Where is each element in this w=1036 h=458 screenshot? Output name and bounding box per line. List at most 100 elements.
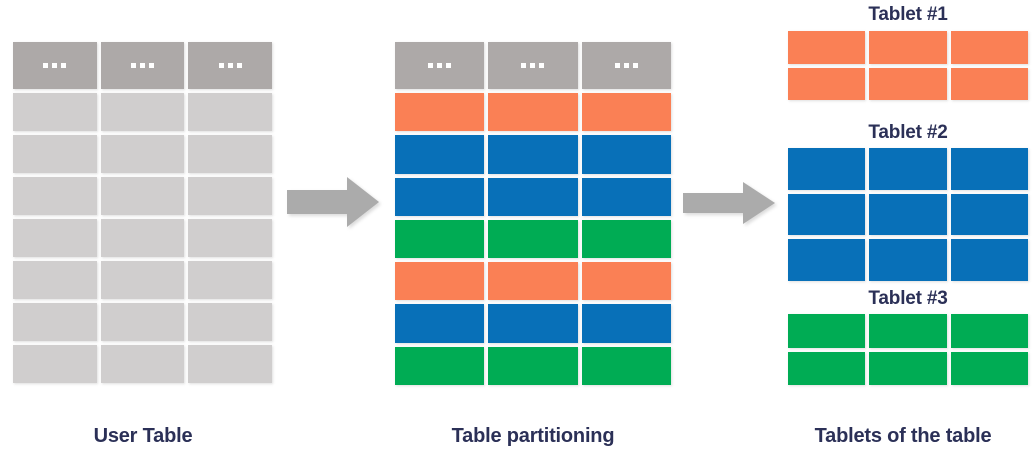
table-cell [581, 304, 671, 343]
table-row-orange [788, 31, 1028, 64]
table-cell [395, 219, 485, 259]
table-cell [13, 219, 97, 257]
table-cell [869, 67, 947, 100]
tablets-caption: Tablets of the table [814, 425, 992, 447]
ellipsis-icon [43, 63, 67, 68]
table-cell [488, 177, 578, 216]
table-cell [188, 135, 273, 173]
user-table [13, 42, 273, 383]
table-cell [788, 148, 866, 190]
partition-table-caption: Table partitioning [451, 425, 615, 447]
tablet-2-title: Tablet #2 [868, 122, 948, 143]
table-cell [581, 219, 671, 259]
table-cell [188, 177, 273, 215]
table-cell [100, 135, 185, 173]
table-cell [950, 67, 1028, 100]
table-cell [13, 93, 97, 131]
user-table-header-row [13, 42, 273, 89]
table-cell [100, 219, 185, 257]
table-row-green [788, 351, 1028, 385]
table-cell [869, 148, 947, 190]
table-cell [100, 177, 185, 215]
table-cell [188, 261, 273, 299]
table-row [13, 261, 273, 299]
partition-table-header-cell [488, 42, 578, 89]
table-cell [950, 31, 1028, 64]
table-cell [488, 346, 578, 385]
table-row-blue [788, 239, 1028, 282]
table-row-blue [788, 193, 1028, 236]
table-cell [950, 314, 1028, 348]
table-cell [950, 148, 1028, 190]
table-cell [395, 304, 485, 343]
table-cell [788, 351, 866, 385]
table-cell [581, 346, 671, 385]
tablet-3-title: Tablet #3 [868, 288, 948, 309]
table-row [13, 93, 273, 131]
ellipsis-icon [131, 63, 154, 68]
table-row-green [788, 314, 1028, 348]
table-cell [188, 345, 273, 383]
table-cell [13, 177, 97, 215]
ellipsis-icon [614, 63, 638, 68]
tablet-1-grid [788, 31, 1028, 100]
table-cell [188, 219, 273, 257]
tablet-3-grid [788, 314, 1028, 385]
table-cell [100, 303, 185, 341]
table-cell [581, 93, 671, 132]
table-cell [869, 193, 947, 236]
table-cell [488, 135, 578, 174]
table-cell [395, 262, 485, 301]
table-row-green [395, 346, 671, 385]
table-cell [869, 239, 947, 282]
table-row [13, 303, 273, 341]
arrow-right-icon [287, 177, 379, 227]
table-cell [13, 345, 97, 383]
table-cell [788, 314, 866, 348]
table-cell [100, 93, 185, 131]
table-cell [488, 219, 578, 259]
table-cell [869, 31, 947, 64]
table-cell [788, 193, 866, 236]
table-row-green [395, 219, 671, 259]
table-cell [395, 177, 485, 216]
table-cell [788, 239, 866, 282]
user-table-header-cell [100, 42, 185, 89]
table-cell [395, 135, 485, 174]
table-cell [13, 135, 97, 173]
table-cell [100, 345, 185, 383]
table-row-blue [395, 177, 671, 216]
table-row-orange [395, 93, 671, 132]
ellipsis-icon [521, 63, 545, 68]
table-cell [788, 67, 866, 100]
arrow-right-icon [683, 182, 775, 224]
table-cell [13, 303, 97, 341]
table-cell [869, 351, 947, 385]
partition-table-header-row [395, 42, 671, 89]
table-row-blue [788, 148, 1028, 190]
table-row [13, 345, 273, 383]
table-cell [13, 261, 97, 299]
table-row [13, 135, 273, 173]
table-row-orange [395, 262, 671, 301]
table-cell [488, 304, 578, 343]
table-row [13, 177, 273, 215]
table-cell [188, 303, 273, 341]
user-table-header-cell [13, 42, 97, 89]
user-table-header-cell [188, 42, 273, 89]
partitioned-table [395, 42, 671, 385]
table-cell [488, 262, 578, 301]
user-table-caption: User Table [93, 425, 193, 447]
table-row-blue [395, 304, 671, 343]
table-row-blue [395, 135, 671, 174]
table-cell [395, 93, 485, 132]
table-cell [869, 314, 947, 348]
table-cell [100, 261, 185, 299]
table-cell [950, 351, 1028, 385]
table-row-orange [788, 67, 1028, 100]
table-cell [188, 93, 273, 131]
tablet-2-grid [788, 148, 1028, 282]
table-cell [488, 93, 578, 132]
table-row [13, 219, 273, 257]
